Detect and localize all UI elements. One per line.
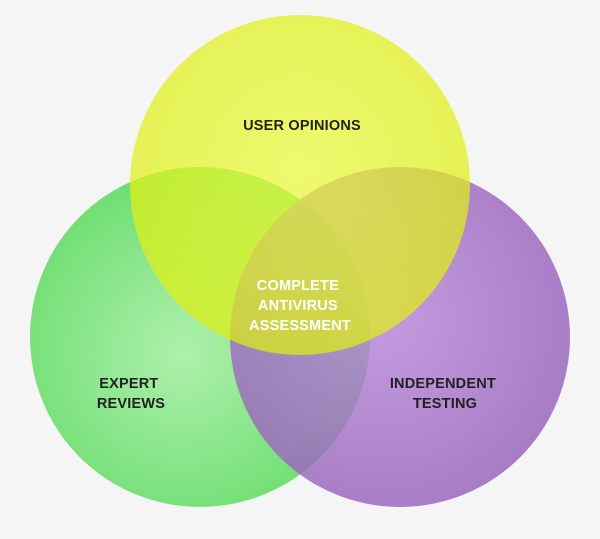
center-label-line-1: COMPLETE: [257, 278, 339, 294]
center-label-line-3: ASSESSMENT: [249, 318, 351, 334]
label-expert-reviews: EXPERT REVIEWS: [97, 376, 165, 412]
label-expert-line-2: REVIEWS: [97, 396, 165, 412]
label-independent-line-2: TESTING: [413, 396, 477, 412]
label-user-opinions: USER OPINIONS: [243, 118, 361, 134]
label-user-line-1: USER OPINIONS: [243, 118, 361, 134]
center-label-line-2: ANTIVIRUS: [258, 298, 338, 314]
label-independent-testing: INDEPENDENT TESTING: [390, 376, 500, 412]
label-expert-line-1: EXPERT: [99, 376, 158, 392]
label-independent-line-1: INDEPENDENT: [390, 376, 496, 392]
label-complete-antivirus-assessment: COMPLETE ANTIVIRUS ASSESSMENT: [249, 278, 351, 334]
circle-user-opinions: [130, 15, 470, 355]
